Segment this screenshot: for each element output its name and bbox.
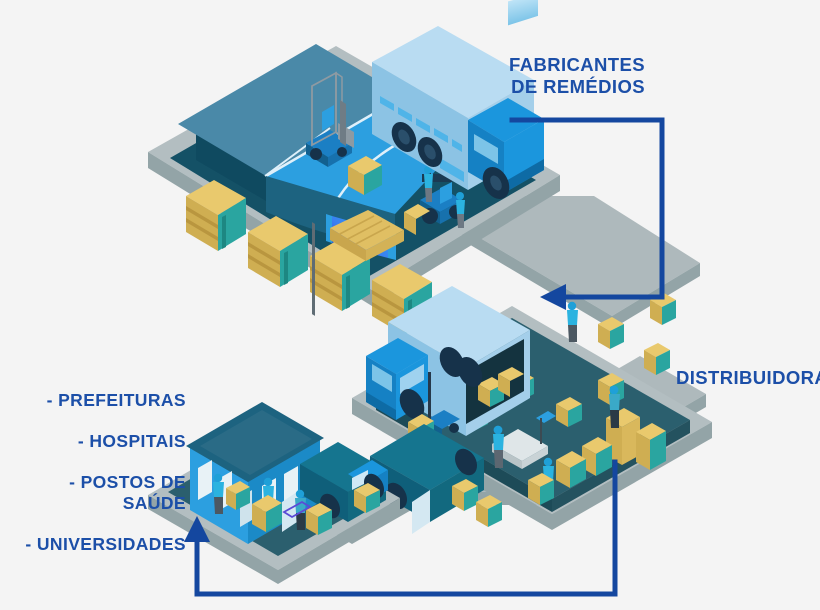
truck-at-distribution-center — [366, 286, 530, 436]
label-distributor: DISTRIBUIDORA — [676, 367, 820, 388]
customer-facility — [148, 402, 400, 584]
flow-arrow-distributor-to-customers — [184, 459, 618, 597]
customer-line-postos-de-saude: - POSTOS DE SAÚDE — [69, 472, 186, 513]
customer-line-universidades: - UNIVERSIDADES — [25, 534, 186, 555]
flow-arrow-manufacturers-to-distributor — [509, 117, 665, 310]
customer-line-prefeituras: - PREFEITURAS — [46, 389, 186, 410]
forklift-factory — [306, 71, 382, 316]
wooden-pallets — [330, 210, 404, 261]
delivery-truck-manufacturer — [372, 0, 544, 200]
pallet-stacks — [186, 180, 432, 335]
label-customers: - PREFEITURAS - HOSPITAIS - POSTOS DE SA… — [8, 369, 186, 575]
customer-line-hospitais: - HOSPITAIS — [77, 430, 186, 451]
label-manufacturers: FABRICANTES DE REMÉDIOS — [509, 54, 645, 97]
distribution-center — [352, 286, 712, 534]
worker-figures-factory — [424, 166, 465, 228]
box-cluster — [556, 408, 666, 488]
